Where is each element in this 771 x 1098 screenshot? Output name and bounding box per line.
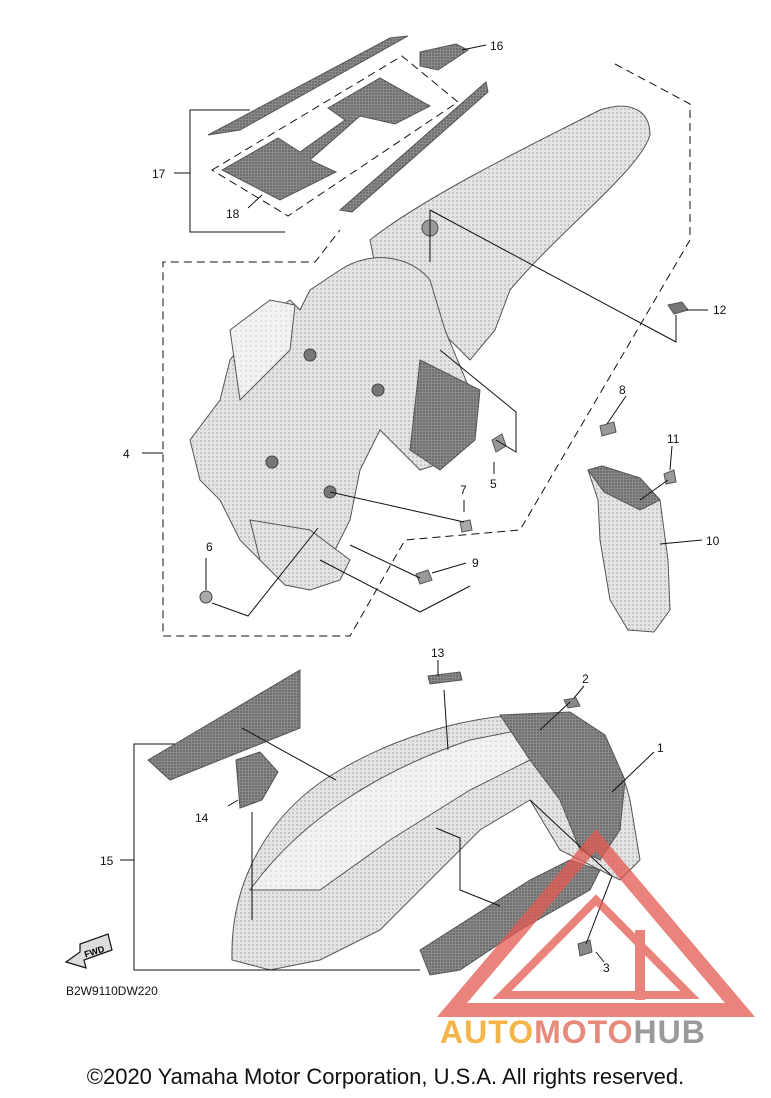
- decal-18-outline: [211, 55, 459, 217]
- callout-15: 15: [100, 854, 114, 868]
- callout-7: 7: [460, 483, 467, 497]
- part-8-bolt: [599, 421, 617, 437]
- logo-moto: MOTO: [534, 1014, 634, 1050]
- callout-14: 14: [195, 811, 209, 825]
- rear-fender-body: [369, 105, 651, 361]
- callout-16: 16: [490, 39, 504, 53]
- part-12-grommet: [667, 301, 689, 315]
- part-6-washer: [199, 590, 213, 604]
- callout-4: 4: [123, 447, 130, 461]
- watermark-logo: AUTOMOTOHUB: [440, 1014, 765, 1054]
- logo-hub: HUB: [633, 1014, 706, 1050]
- part-9-clip: [415, 569, 433, 585]
- callout-17: 17: [152, 167, 166, 181]
- front-fender-rear: [499, 711, 626, 861]
- callout-9: 9: [472, 556, 479, 570]
- decal-17-upper: [207, 35, 409, 136]
- part-5-nut: [491, 433, 507, 453]
- callout-3: 3: [603, 961, 610, 975]
- rear-fender-lower: [249, 519, 351, 591]
- decal-15-shape: [147, 669, 301, 781]
- part-13-emblem: [427, 671, 463, 685]
- group-outline-rear: [162, 63, 691, 637]
- bracket-17: [189, 109, 285, 233]
- diagram-code: B2W9110DW220: [66, 984, 158, 998]
- part-2-grommet: [563, 697, 581, 709]
- decal-14-shape: [235, 751, 279, 809]
- part-3-bolt: [577, 939, 593, 957]
- callout-6: 6: [206, 540, 213, 554]
- copyright-text: ©2020 Yamaha Motor Corporation, U.S.A. A…: [86, 1064, 685, 1089]
- decal-18-shape: [220, 77, 432, 201]
- callout-2: 2: [582, 672, 589, 686]
- decal-17-lower: [338, 81, 489, 213]
- part-7-collar: [459, 519, 473, 533]
- callout-5: 5: [490, 477, 497, 491]
- rear-fender-panel: [229, 299, 296, 402]
- callout-18: 18: [226, 207, 240, 221]
- callout-8: 8: [619, 383, 626, 397]
- fwd-arrow-icon: FWD: [64, 933, 113, 969]
- rear-fender-box: [409, 359, 481, 471]
- callout-12: 12: [713, 303, 727, 317]
- watermark-triangle-icon: [436, 829, 756, 1017]
- callout-10: 10: [706, 534, 720, 548]
- callout-13: 13: [431, 646, 445, 660]
- decal-16-shape: [419, 43, 469, 71]
- callout-1: 1: [657, 741, 664, 755]
- logo-auto: AUTO: [440, 1014, 535, 1050]
- bracket-15: [133, 743, 420, 971]
- front-fender-body: [231, 713, 641, 971]
- callout-11: 11: [667, 432, 680, 446]
